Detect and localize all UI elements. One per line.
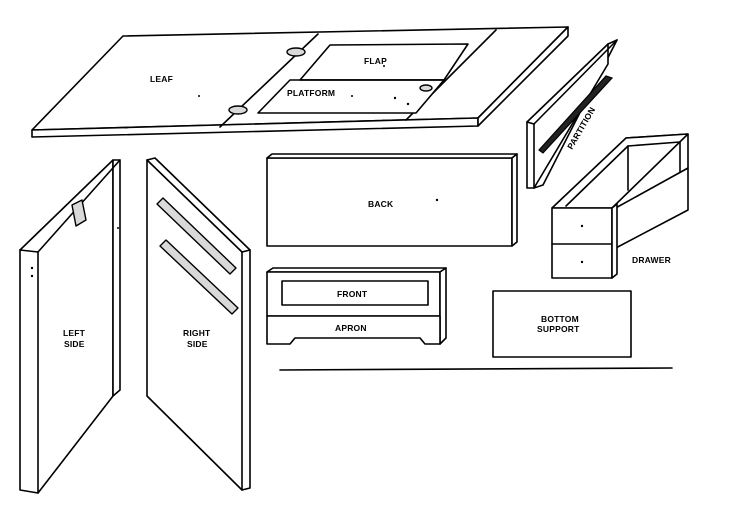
apron-panel <box>266 315 441 345</box>
bottom-support-label-line1: BOTTOM <box>541 314 579 324</box>
left-side-label-line1: LEFT <box>63 328 86 338</box>
hinge-icon <box>286 47 306 57</box>
right-side-label-line1: RIGHT <box>183 328 211 338</box>
front-panel <box>281 280 429 306</box>
flap-label: FLAP <box>364 56 387 66</box>
drawer <box>551 133 689 279</box>
hinge-icon <box>228 105 248 115</box>
bottom-support-label-line2: SUPPORT <box>537 324 580 334</box>
right-side-panel <box>146 157 251 491</box>
platform-label: PLATFORM <box>287 88 335 98</box>
partition-panel <box>526 39 618 189</box>
bottom-support-panel <box>492 290 632 358</box>
right-side-label-line2: SIDE <box>187 339 208 349</box>
front-apron-assembly <box>266 267 447 345</box>
left-side-label-line2: SIDE <box>64 339 85 349</box>
leaf-assembly <box>31 26 569 138</box>
drawer-label: DRAWER <box>632 255 671 265</box>
left-side-panel <box>19 159 121 494</box>
leaf-label: LEAF <box>150 74 173 84</box>
platform-panel <box>257 79 445 114</box>
baseline-rule <box>279 367 673 371</box>
back-label: BACK <box>368 199 394 209</box>
apron-label: APRON <box>335 323 367 333</box>
back-panel <box>266 153 518 247</box>
latch-icon <box>419 84 433 92</box>
front-label: FRONT <box>337 289 368 299</box>
